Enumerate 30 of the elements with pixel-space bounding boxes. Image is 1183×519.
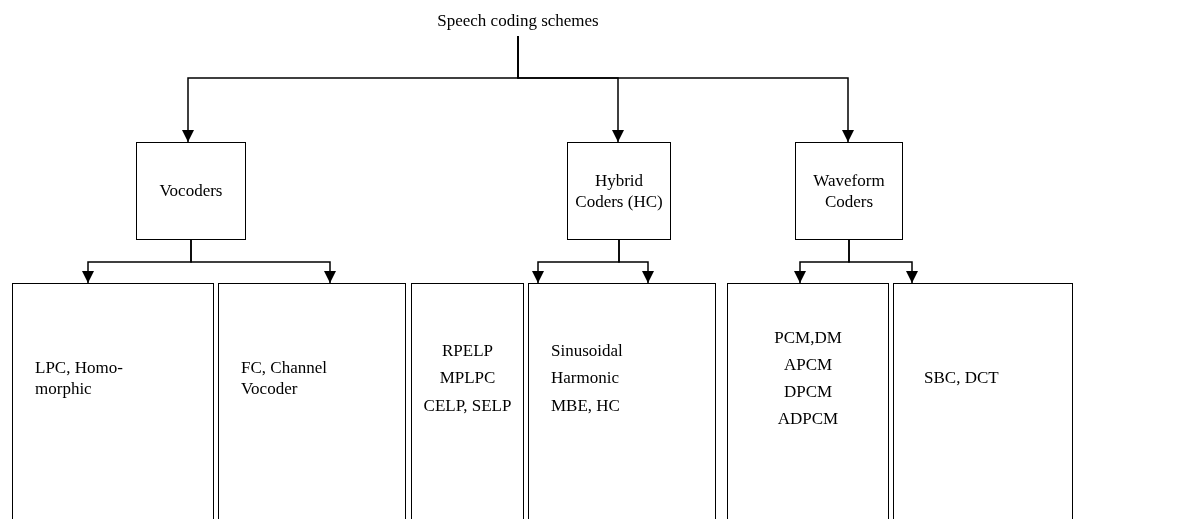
- node-label: SBC, DCT: [924, 367, 999, 389]
- category-box: [528, 283, 716, 519]
- category-box: [727, 283, 889, 519]
- node-label: Harmonic: [551, 367, 619, 389]
- category-box: [136, 142, 246, 240]
- arrow: [517, 35, 854, 143]
- node-label: MBE, HC: [551, 394, 620, 416]
- node-label: Hybrid Coders (HC): [574, 169, 664, 213]
- node-label: APCM: [783, 353, 833, 375]
- category-box: [567, 142, 671, 240]
- node-label: FC, Channel Vocoder: [241, 356, 328, 400]
- node-label: Speech coding schemes: [437, 10, 599, 32]
- node-label: DPCM: [783, 381, 833, 403]
- category-box: [893, 283, 1073, 519]
- node-label: CELP, SELP: [423, 394, 512, 416]
- node-label: MPLPC: [439, 367, 496, 389]
- node-label: LPC, Homo-morphic: [35, 356, 124, 400]
- arrow: [848, 239, 918, 284]
- arrow: [618, 239, 654, 284]
- category-box: [218, 283, 406, 519]
- node-label: Sinusoidal: [551, 340, 623, 362]
- category-box: [795, 142, 903, 240]
- category-box: [411, 283, 524, 519]
- arrow: [190, 239, 336, 284]
- node-label: Vocoders: [159, 180, 223, 202]
- node-label: PCM,DM: [774, 326, 842, 348]
- node-label: Waveform Coders: [812, 169, 886, 213]
- node-label: ADPCM: [777, 408, 839, 430]
- category-box: [12, 283, 214, 519]
- node-label: RPELP: [442, 340, 493, 362]
